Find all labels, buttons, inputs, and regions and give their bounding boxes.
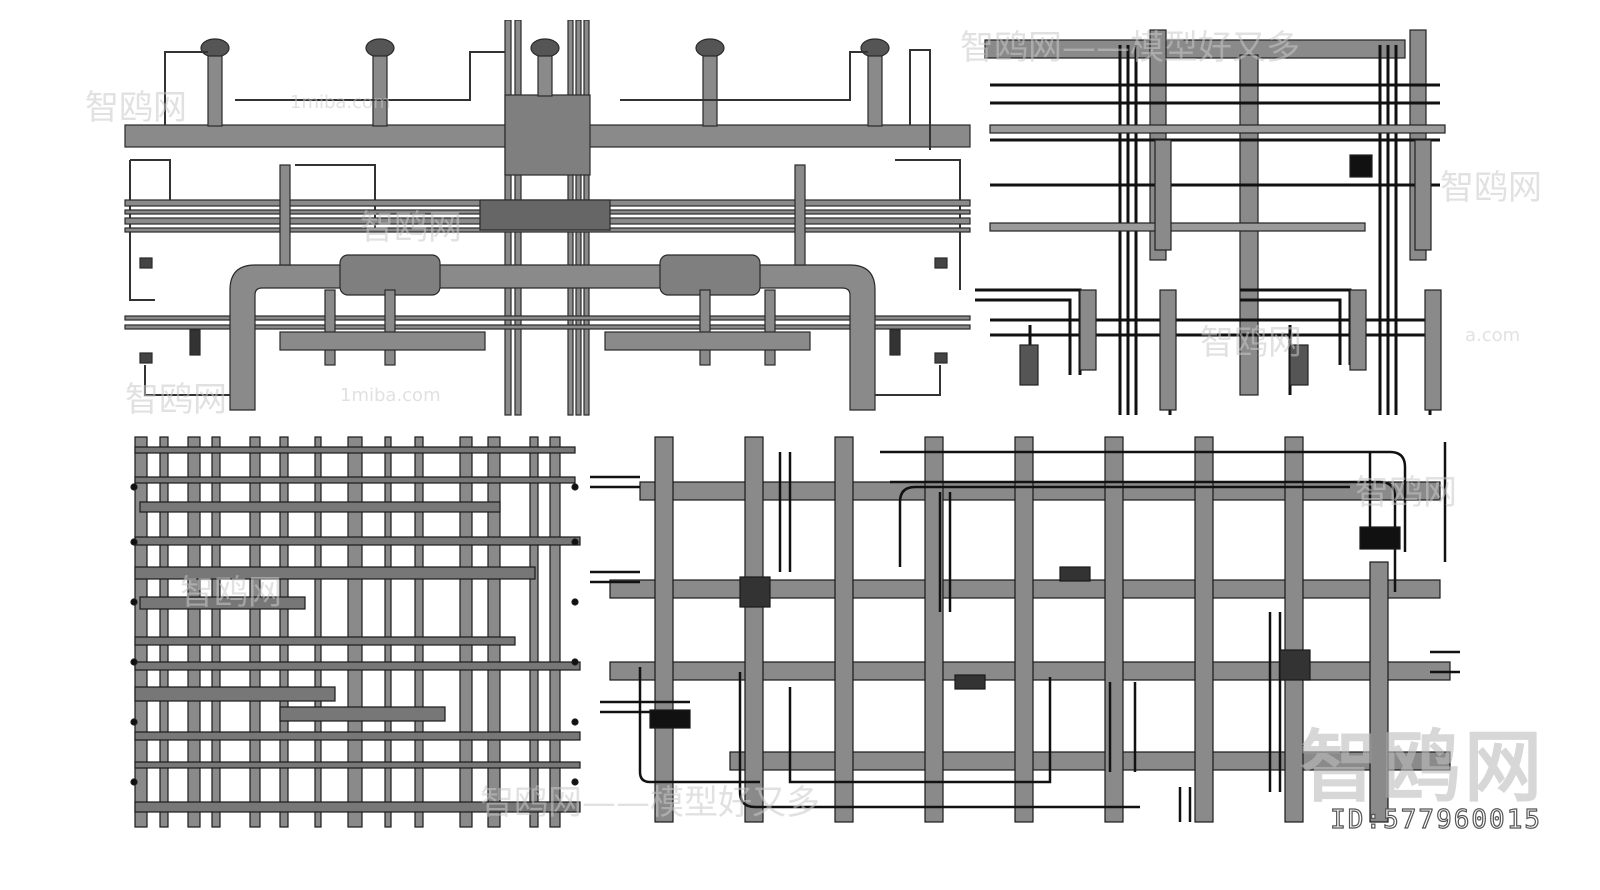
image-id-label: ID:577960015 [1330,804,1542,835]
pipe-grid-plan-drawing [130,436,581,828]
duct-elevation-drawing [124,20,971,416]
duct-grid-plan-drawing [590,436,1460,823]
duct-plan-drawing-a [975,29,1446,415]
watermark-site-partial: a.com [1465,325,1521,346]
